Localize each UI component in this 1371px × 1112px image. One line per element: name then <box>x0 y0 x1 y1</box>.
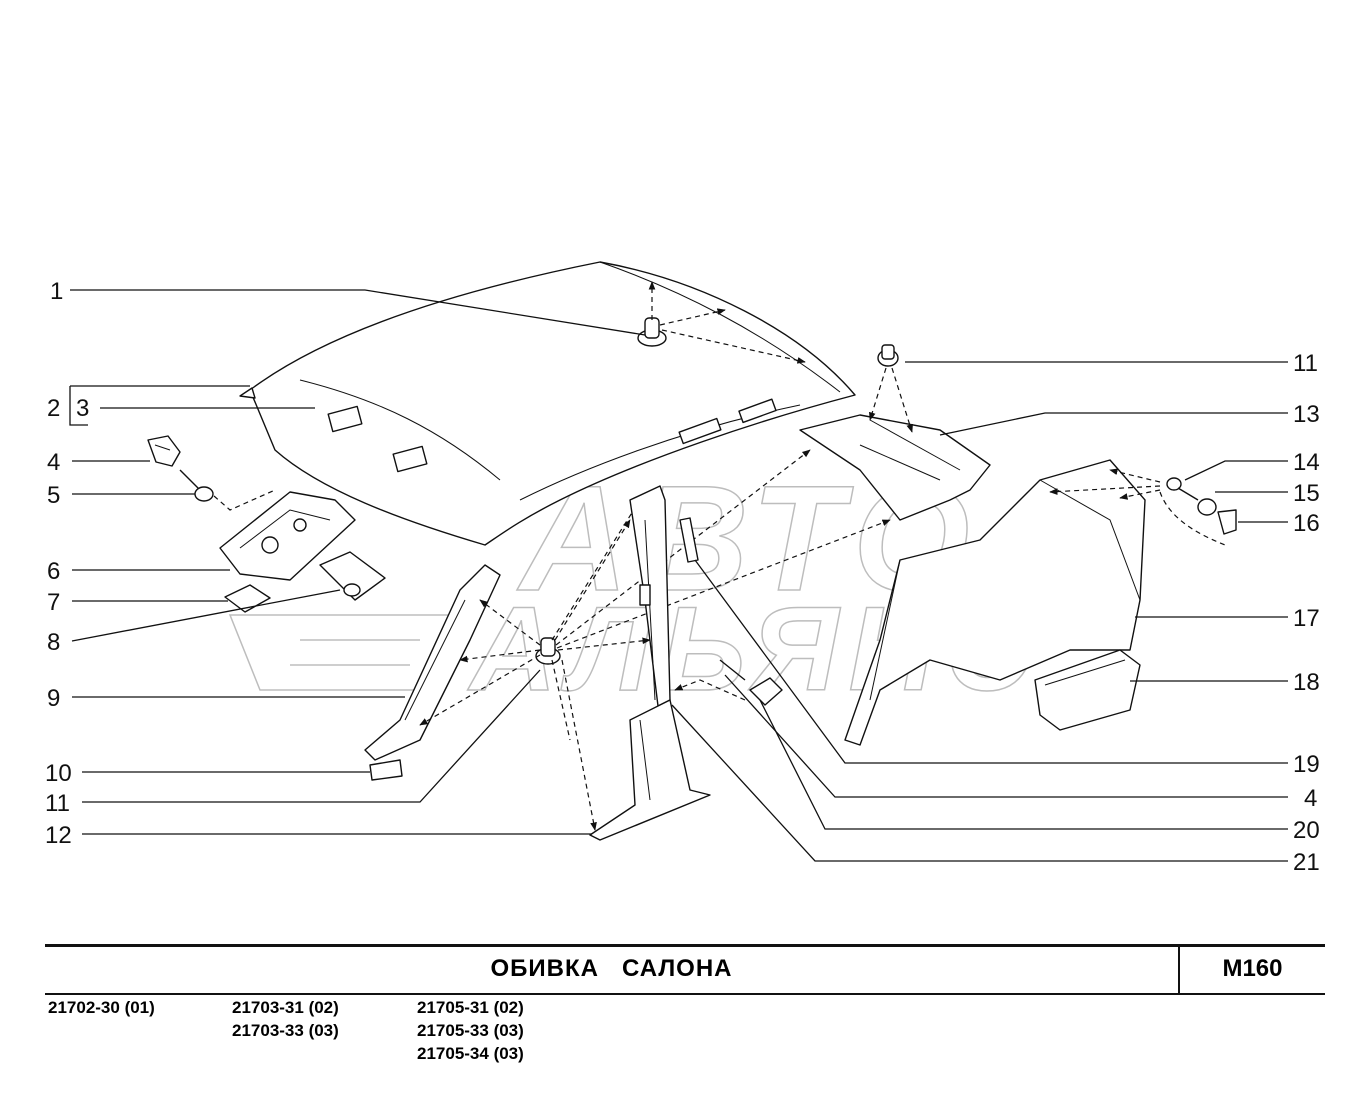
washer-15-part <box>1197 498 1217 516</box>
clip-16-part <box>1217 509 1237 535</box>
callouts-left: 1 2 3 4 5 6 7 8 9 10 11 12 <box>45 278 89 849</box>
clip-part <box>535 637 561 665</box>
screw-14-part <box>1166 477 1199 501</box>
callout-11-right: 11 <box>1293 350 1318 377</box>
upper-clip-part <box>877 344 899 367</box>
insert-strip-part <box>679 517 699 563</box>
model-code: 21705-33 (03) <box>417 1021 524 1040</box>
grab-handle-part <box>147 435 181 467</box>
lamp-lens-part <box>224 584 271 613</box>
parts-diagram: АВТО АЛЬЯНС <box>45 261 1320 876</box>
dash-clip-13a <box>869 367 887 421</box>
models-col-2: 21703-31 (02) 21703-33 (03) <box>232 996 339 1042</box>
model-code: 21703-33 (03) <box>232 1021 339 1040</box>
callouts-right: 11 13 14 15 16 17 18 19 4 20 21 <box>1293 350 1320 876</box>
models-col-1: 21702-30 (01) <box>48 996 155 1019</box>
dash-clip-13b <box>891 367 913 433</box>
fastener-arrows <box>1049 468 1226 546</box>
leaders-left <box>69 289 646 835</box>
diagram-title: ОБИВКА САЛОНА <box>490 955 733 982</box>
callout-12: 12 <box>45 822 72 849</box>
callout-4-right: 4 <box>1304 785 1317 812</box>
callout-13: 13 <box>1293 401 1320 428</box>
dash-arrow-2 <box>659 308 726 326</box>
c-pillar-trim-part <box>799 414 991 521</box>
callout-17: 17 <box>1293 605 1320 632</box>
callout-5: 5 <box>47 482 60 509</box>
callout-20: 20 <box>1293 817 1320 844</box>
cover-part <box>369 759 403 781</box>
callout-2: 2 <box>47 395 60 422</box>
diagram-code: M160 <box>1222 955 1283 982</box>
callout-7: 7 <box>47 589 60 616</box>
callout-15: 15 <box>1293 480 1320 507</box>
callout-1: 1 <box>50 278 63 305</box>
title-divider <box>1178 947 1180 993</box>
callout-16: 16 <box>1293 510 1320 537</box>
trunk-side-trim-part <box>844 459 1146 746</box>
callout-11-left: 11 <box>45 790 70 817</box>
storage-tray-part <box>1034 649 1141 731</box>
callout-4: 4 <box>47 449 60 476</box>
leaders-right <box>671 361 1288 862</box>
overhead-console-part <box>219 491 356 581</box>
title-block: ОБИВКА САЛОНА M160 <box>45 944 1325 995</box>
callout-3: 3 <box>76 395 89 422</box>
callout-14: 14 <box>1293 449 1320 476</box>
dash-arrow-3 <box>661 329 806 364</box>
callout-6: 6 <box>47 558 60 585</box>
callout-19: 19 <box>1293 751 1320 778</box>
callout-8: 8 <box>47 629 60 656</box>
clip-arrows <box>419 449 891 831</box>
callout-10: 10 <box>45 760 72 787</box>
belt-screw-part <box>719 659 746 681</box>
b-pillar-lower-part <box>589 699 711 841</box>
models-col-3: 21705-31 (02) 21705-33 (03) 21705-34 (03… <box>417 996 524 1065</box>
a-pillar-trim-part <box>364 564 501 761</box>
headliner-part <box>239 261 856 546</box>
callout-9: 9 <box>47 685 60 712</box>
lamp-part <box>319 551 386 601</box>
dash-screw <box>213 489 276 511</box>
callout-21: 21 <box>1293 849 1320 876</box>
model-code: 21702-30 (01) <box>48 998 155 1017</box>
callout-18: 18 <box>1293 669 1320 696</box>
model-code: 21705-31 (02) <box>417 998 524 1017</box>
model-code: 21703-31 (02) <box>232 998 339 1017</box>
screw-part <box>179 469 214 502</box>
model-code: 21705-34 (03) <box>417 1044 524 1063</box>
dash-belt <box>674 679 746 701</box>
